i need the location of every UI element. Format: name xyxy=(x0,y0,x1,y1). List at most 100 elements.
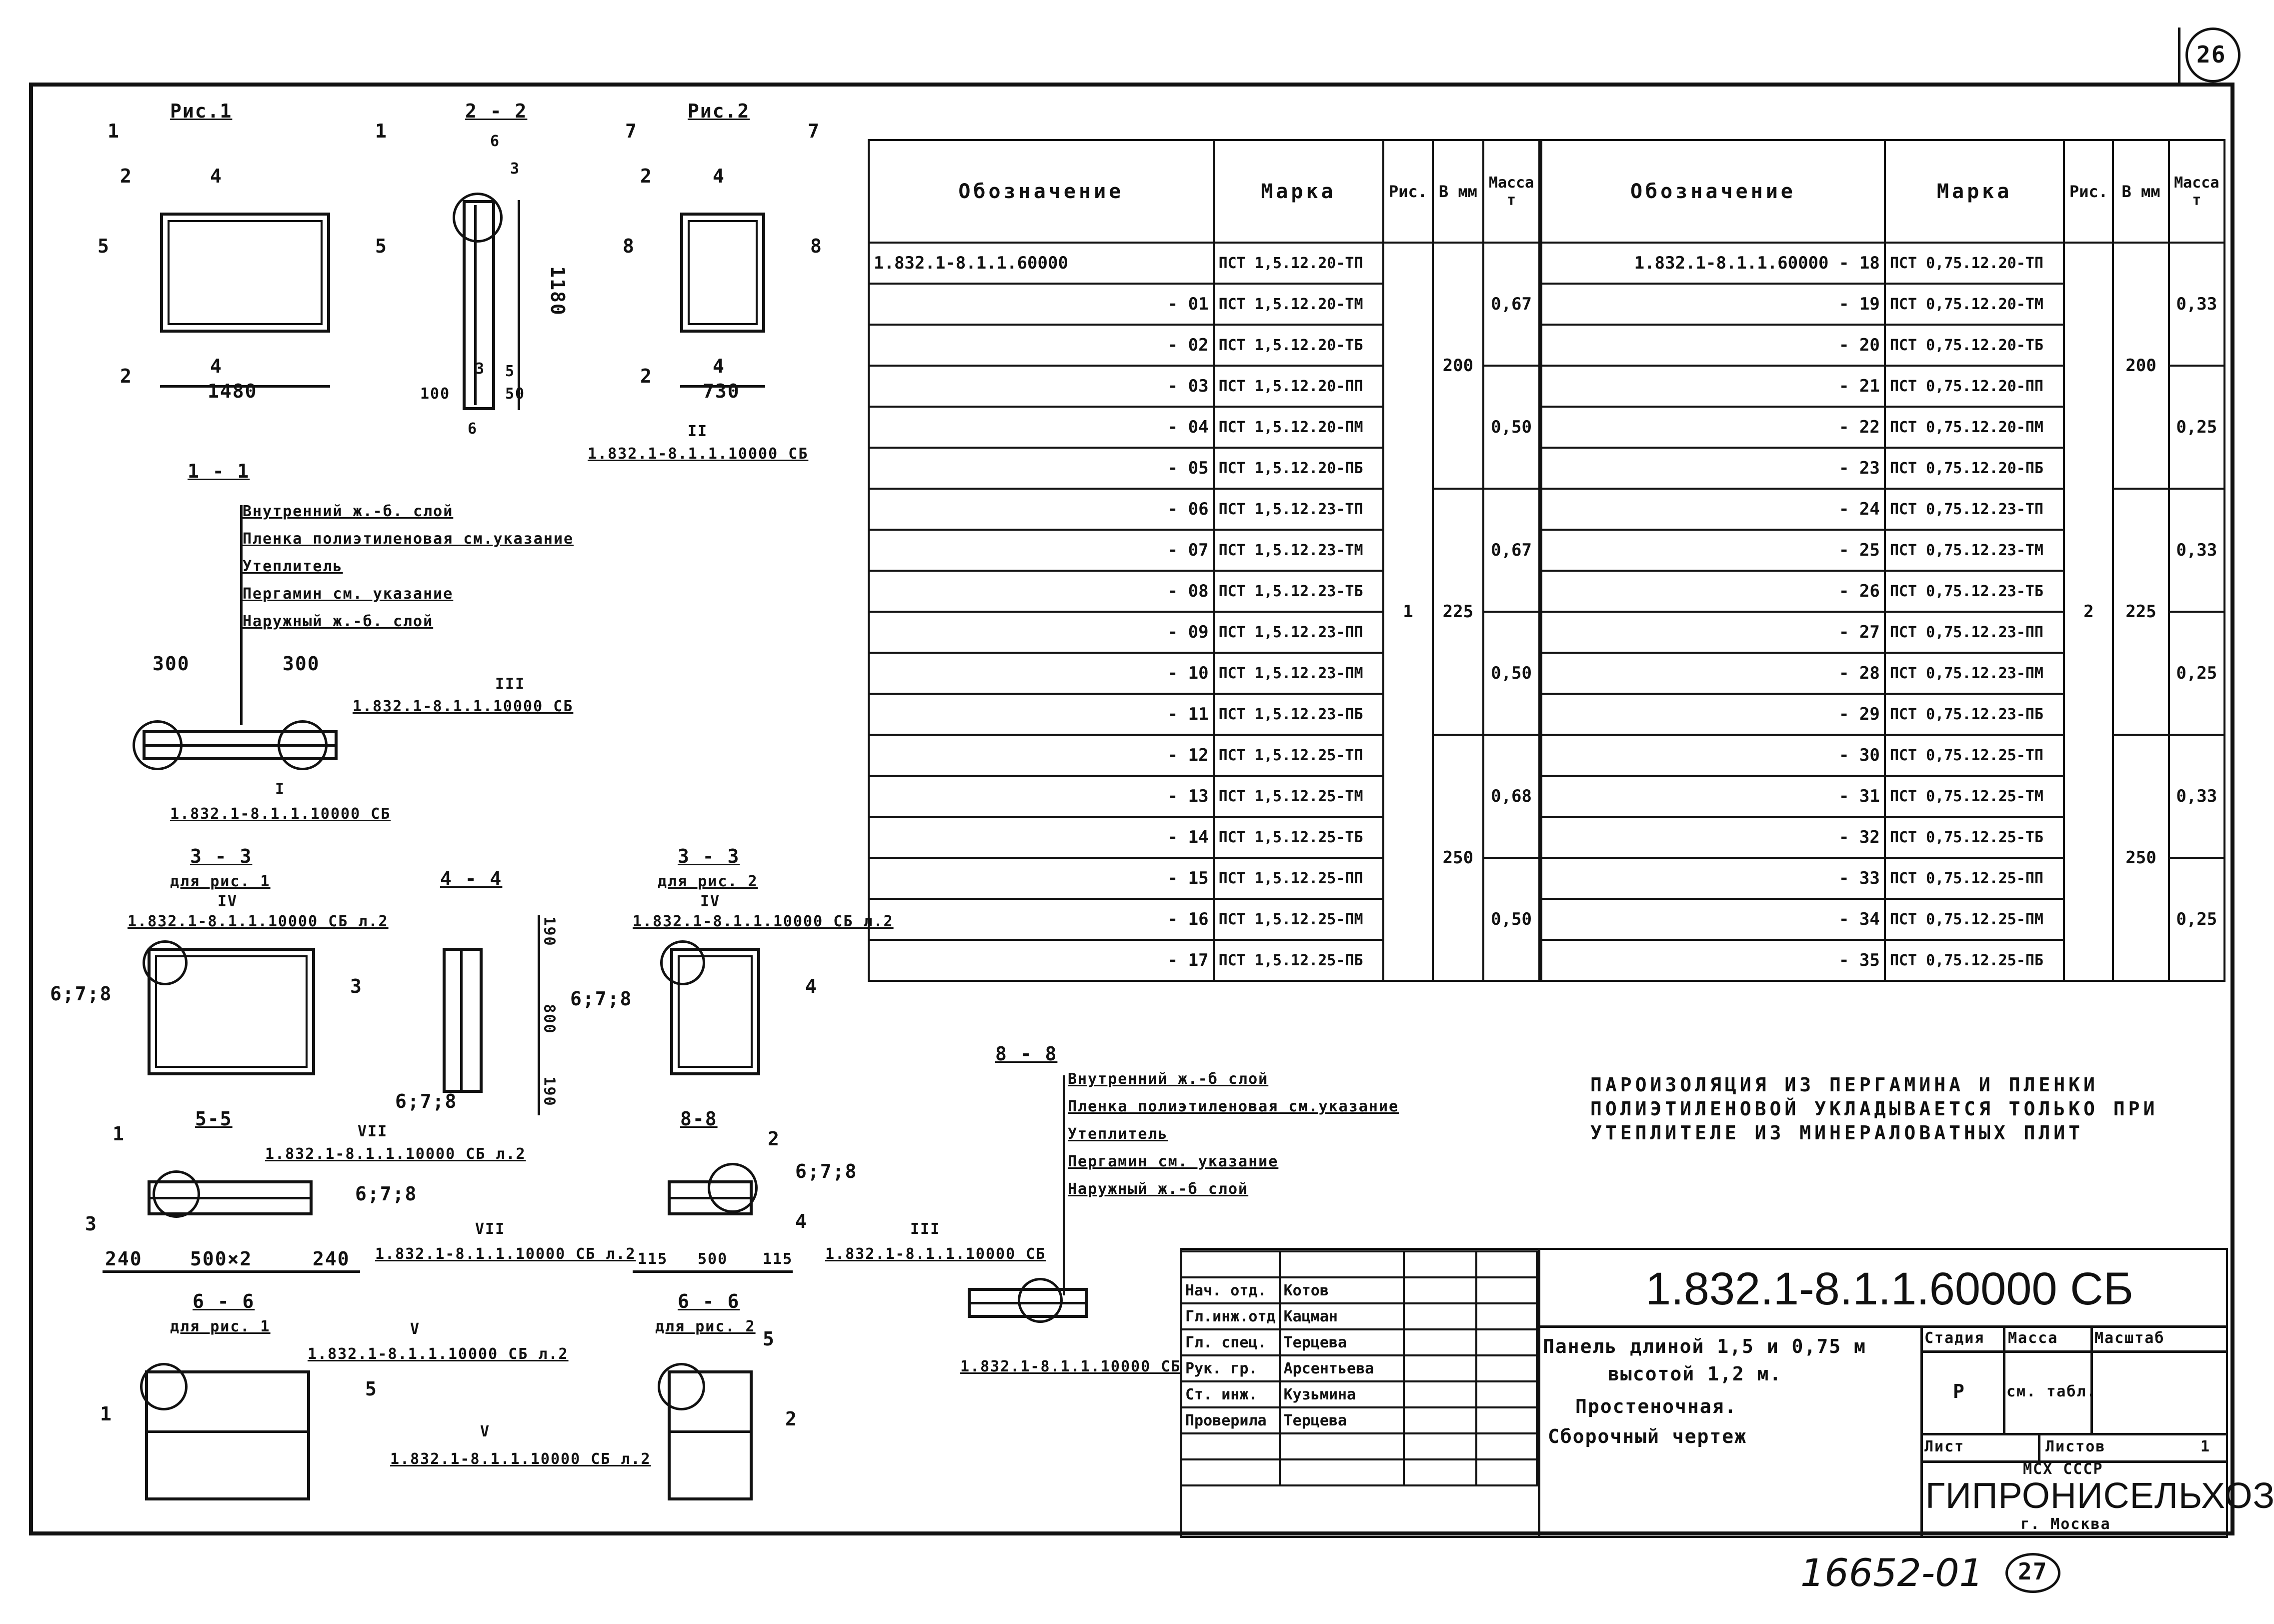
left-mark-cell: ПСТ 1,5.12.23-ТМ xyxy=(1212,529,1385,572)
fig2-cut-8a: 8 xyxy=(623,235,635,257)
signature-date xyxy=(1475,1276,1538,1304)
left-designation-cell: - 01 xyxy=(868,283,1215,326)
sec11-layer-1: Внутренний ж.-б. слой xyxy=(243,503,454,520)
sheet-label: Лист xyxy=(1924,1438,1965,1455)
fig1-cut-2a: 2 xyxy=(120,165,133,187)
left-designation-cell: - 07 xyxy=(868,529,1215,572)
stage-col-mid xyxy=(2003,1325,2005,1433)
right-designation-cell: - 24 xyxy=(1540,488,1886,531)
left-designation-cell: - 06 xyxy=(868,488,1215,531)
left-mark-cell: ПСТ 1,5.12.20-ПМ xyxy=(1212,406,1385,449)
stage-col-left xyxy=(1920,1325,1923,1538)
drawing-frame xyxy=(29,83,2234,1535)
right-designation-cell: - 32 xyxy=(1540,816,1886,859)
sec88a-label-678: 6;7;8 xyxy=(795,1160,858,1182)
right-designation-cell: - 27 xyxy=(1540,611,1886,654)
sec88a-dim-115b: 115 xyxy=(763,1250,793,1268)
sec33a-title: 3 - 3 xyxy=(190,845,253,867)
right-designation-cell: - 22 xyxy=(1540,406,1886,449)
left-designation-cell: - 16 xyxy=(868,898,1215,941)
stage-col-right xyxy=(2090,1325,2093,1433)
sec88b-ref-bottom: 1.832.1-8.1.1.10000 СБ xyxy=(960,1358,1181,1375)
left-mass-cell: 0,68 xyxy=(1482,734,1540,859)
right-mass-cell: 0,25 xyxy=(2167,857,2226,982)
signature-date xyxy=(1475,1328,1538,1356)
sec33a-panel-inner xyxy=(155,955,308,1068)
right-mark-cell: ПСТ 0,75.12.20-ПМ xyxy=(1883,406,2065,449)
sec22-dim-6: 6 xyxy=(490,133,501,150)
signature-name: Котов xyxy=(1278,1276,1405,1304)
sec33b-label-678: 6;7;8 xyxy=(570,988,633,1010)
description-line-2: высотой 1,2 м. xyxy=(1608,1363,1782,1385)
sec55-detail-circle xyxy=(153,1170,200,1218)
sec88a-label-4: 4 xyxy=(795,1210,808,1232)
fig2-dim-width: 730 xyxy=(703,380,740,402)
left-designation-cell: - 13 xyxy=(868,775,1215,818)
right-designation-cell: - 21 xyxy=(1540,365,1886,408)
sec11-title: 1 - 1 xyxy=(188,460,250,482)
right-b-cell: 225 xyxy=(2112,488,2170,736)
signature-role xyxy=(1180,1458,1281,1486)
sec33b-ref: 1.832.1-8.1.1.10000 СБ л.2 xyxy=(633,913,894,930)
right-mark-cell: ПСТ 0,75.12.20-ТБ xyxy=(1883,324,2065,367)
signature-row xyxy=(1180,1432,1538,1460)
left-mark-cell: ПСТ 1,5.12.25-ТМ xyxy=(1212,775,1385,818)
left-designation-cell: - 14 xyxy=(868,816,1215,859)
right-mass-cell: 0,33 xyxy=(2167,488,2226,613)
sec11-layer-3: Утеплитель xyxy=(243,558,343,575)
right-mark-cell: ПСТ 0,75.12.20-ТП xyxy=(1883,242,2065,285)
signature-role: Проверила xyxy=(1180,1406,1281,1434)
mass-header: Масса xyxy=(2008,1329,2058,1347)
sec22-ref: 1.832.1-8.1.1.10000 СБ xyxy=(588,445,809,463)
fig1-cut-2b: 2 xyxy=(120,365,133,387)
left-mark-cell: ПСТ 1,5.12.23-ПБ xyxy=(1212,693,1385,736)
left-mark-cell: ПСТ 1,5.12.25-ПМ xyxy=(1212,898,1385,941)
description-line-3: Простеночная. xyxy=(1575,1395,1737,1417)
right-mark-cell: ПСТ 0,75.12.20-ТМ xyxy=(1883,283,2065,326)
sec88a-title: 8-8 xyxy=(680,1108,718,1130)
description-line-4: Сборочный чертеж xyxy=(1548,1425,1747,1447)
left-designation-cell: - 03 xyxy=(868,365,1215,408)
sheets-line xyxy=(1920,1460,2228,1463)
fig1-cut-5a: 5 xyxy=(98,235,110,257)
left-b-cell: 225 xyxy=(1431,488,1485,736)
signature-mark xyxy=(1402,1250,1477,1278)
right-mark-cell: ПСТ 0,75.12.25-ПБ xyxy=(1883,939,2065,982)
right-header-mass: Масса т xyxy=(2167,139,2226,244)
right-b-cell: 200 xyxy=(2112,242,2170,490)
right-mass-cell: 0,33 xyxy=(2167,242,2226,367)
sec66b-panel xyxy=(668,1370,753,1500)
signature-date xyxy=(1475,1250,1538,1278)
signature-row: Ст. инж.Кузьмина xyxy=(1180,1380,1538,1408)
sec55-slab xyxy=(148,1180,313,1215)
sec33b-panel xyxy=(670,948,760,1075)
sec66a-title: 6 - 6 xyxy=(193,1290,255,1312)
fig1-cut-4b: 4 xyxy=(210,355,223,377)
right-designation-cell: - 23 xyxy=(1540,447,1886,490)
left-header-mass: Масса т xyxy=(1482,139,1540,244)
right-header-designation: Обозначение xyxy=(1540,139,1886,244)
sec44-profile xyxy=(443,948,483,1093)
fig2-cut-8b: 8 xyxy=(810,235,823,257)
sec33a-subtitle: для рис. 1 xyxy=(170,873,271,890)
sec33a-label-3: 3 xyxy=(350,975,363,997)
fig2-cut-7b: 7 xyxy=(808,120,820,142)
right-mark-cell: ПСТ 0,75.12.23-ТМ xyxy=(1883,529,2065,572)
sec66a-ref: 1.832.1-8.1.1.10000 СБ л.2 xyxy=(308,1345,569,1363)
left-mass-cell: 0,50 xyxy=(1482,857,1540,982)
fig1-cut-5b: 5 xyxy=(375,235,388,257)
signature-name: Терцева xyxy=(1278,1328,1405,1356)
fig1-dim-width: 1480 xyxy=(208,380,258,402)
footer-circle-number: 27 xyxy=(2018,1558,2048,1585)
right-mark-cell: ПСТ 0,75.12.23-ПБ xyxy=(1883,693,2065,736)
